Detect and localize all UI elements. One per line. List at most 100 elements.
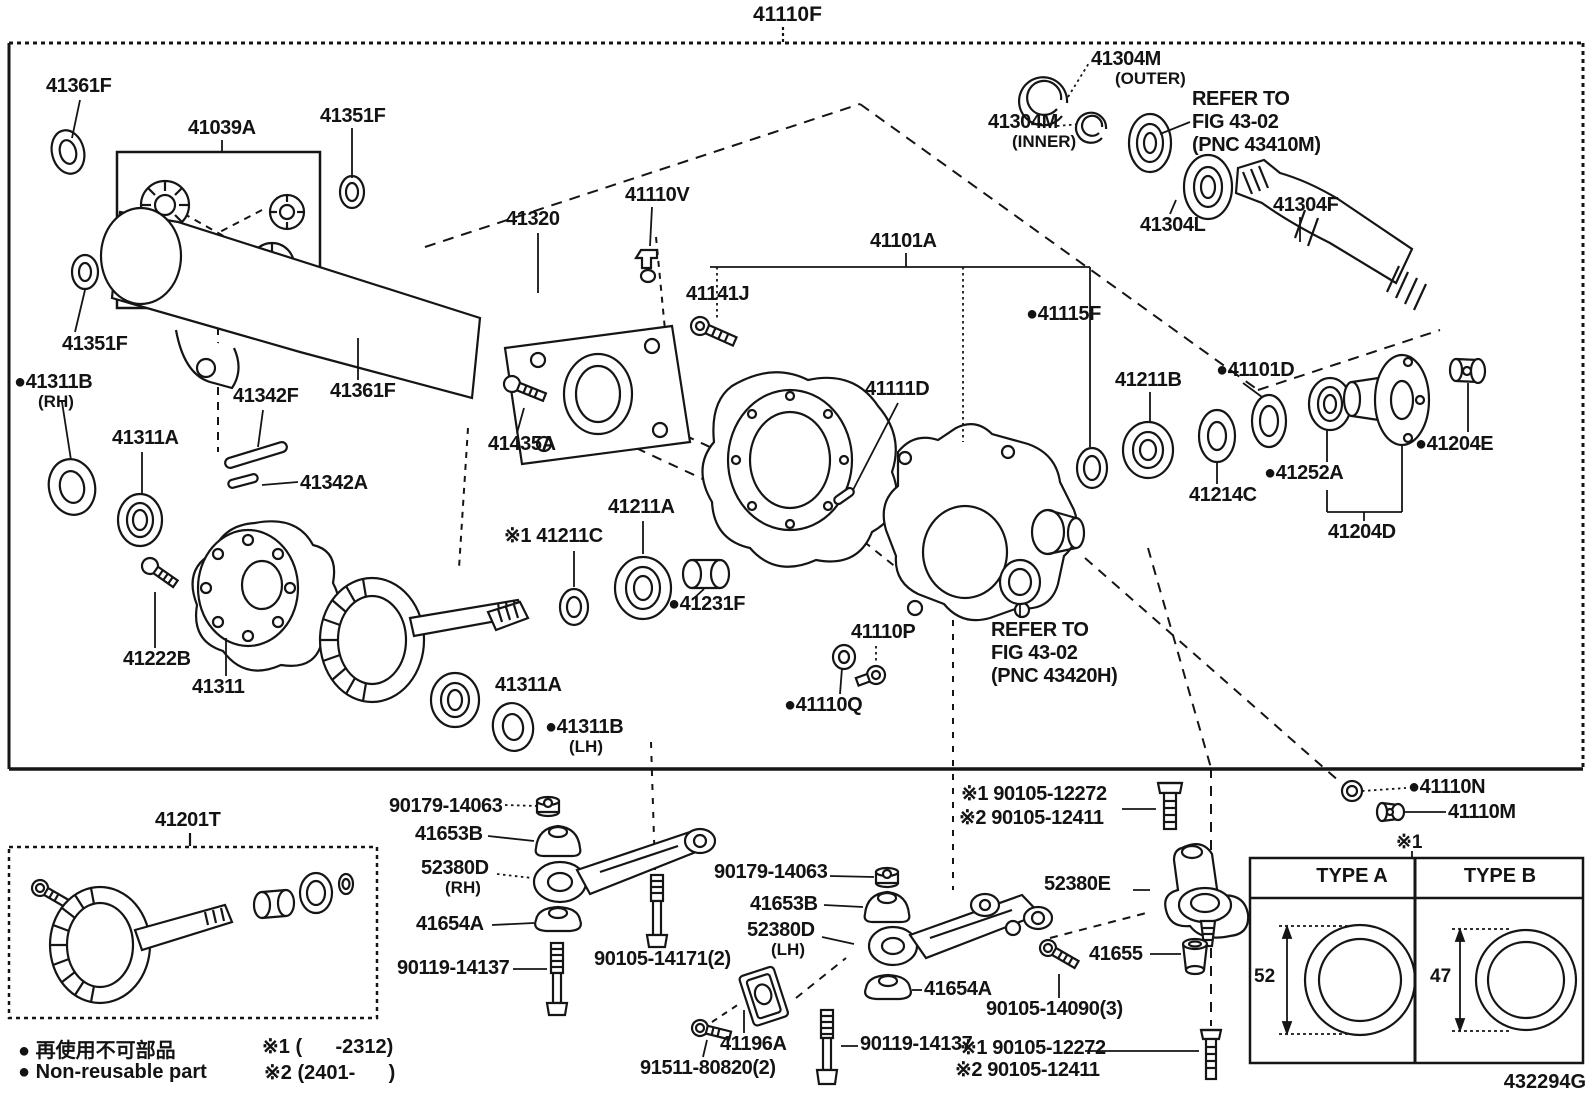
bearing-41211b-art <box>1121 420 1175 480</box>
bolt-91511-art <box>690 1018 733 1041</box>
label-41304f: 41304F <box>1273 194 1339 216</box>
pinion-kit-41201t-art <box>30 871 355 1005</box>
label-12272-bottom: ※1 90105-12272 <box>960 1037 1106 1059</box>
table-header-type-b: TYPE B <box>1463 865 1537 887</box>
figure-code: 432294G <box>1503 1071 1586 1093</box>
label-41655: 41655 <box>1089 943 1143 965</box>
pinion-tip-art <box>486 600 530 632</box>
label-41196a: 41196A <box>720 1033 787 1055</box>
label-41252a: ●41252A <box>1264 462 1344 484</box>
washer-41211c-art <box>558 587 590 627</box>
label-90105-14090: 90105-14090(3) <box>986 998 1123 1020</box>
idler-arm-52380d-lh-art <box>867 892 1054 967</box>
label-41101a: 41101A <box>870 230 937 252</box>
label-12272-top: ※1 90105-12272 <box>961 783 1107 805</box>
pin-41342f-art <box>224 441 288 469</box>
label-41304m-outer: 41304M(OUTER) <box>1091 48 1186 88</box>
type-table <box>1248 851 1585 1065</box>
plug-41204e-art <box>1448 357 1487 385</box>
breather-41110v-art <box>634 248 659 284</box>
pin-41342a-art <box>227 473 259 489</box>
seal-carrier-right-art <box>1075 446 1109 490</box>
table-header-type-a: TYPE A <box>1316 865 1388 887</box>
table-dimension-a: 52 <box>1254 966 1276 987</box>
leader-lines <box>61 62 1469 1058</box>
table-dimension-b: 47 <box>1430 966 1452 987</box>
cushion-41654a-b-art <box>864 973 912 1001</box>
label-41320: 41320 <box>506 208 560 230</box>
tube-41320-art <box>99 206 692 466</box>
label-41653b-b: 41653B <box>750 893 818 915</box>
label-41342a: 41342A <box>300 472 368 494</box>
label-41211c: ※1 41211C <box>504 525 603 547</box>
label-41311b-lh: ●41311B(LH) <box>545 716 624 756</box>
label-41201t: 41201T <box>155 809 221 831</box>
label-41311b-rh-sub: (RH) <box>38 392 74 411</box>
label-41231f: ●41231F <box>668 593 746 615</box>
label-41304l: 41304L <box>1140 214 1206 236</box>
label-41214c: 41214C <box>1189 484 1257 506</box>
bolt-90119-b-art <box>815 1008 839 1086</box>
flange-41204d-art <box>1342 353 1431 447</box>
label-41351f-b: 41351F <box>62 333 128 355</box>
label-41311b-lh-sub: (LH) <box>569 737 603 756</box>
label-41039a: 41039A <box>188 117 256 139</box>
label-refer1-line2: FIG 43-02 <box>1192 111 1279 133</box>
label-12411-bottom: ※2 90105-12411 <box>955 1059 1100 1081</box>
label-52380d-lh: 52380D(LH) <box>747 919 815 959</box>
spacer-41231f-art <box>681 558 731 590</box>
page-title: 41110F <box>753 3 822 26</box>
label-41654a-b: 41654A <box>924 978 992 1000</box>
washer-41110q-art <box>831 643 857 671</box>
label-90179-14063-a: 90179-14063 <box>389 795 503 817</box>
nut-90179-b-art <box>874 866 900 889</box>
bolt-90105-14090-art <box>1038 938 1081 970</box>
label-41110q: ●41110Q <box>784 694 863 716</box>
washer-41311b-lh-art <box>491 702 535 752</box>
label-41653b-a: 41653B <box>415 823 483 845</box>
label-41111d: 41111D <box>865 378 930 400</box>
table-note-mark: ※1 <box>1396 832 1423 853</box>
idler-arm-52380d-rh-art <box>532 827 717 904</box>
seal-41101d-art <box>1250 393 1288 449</box>
diff-case-41311-art <box>191 520 341 672</box>
shim-41351f-right-art <box>338 174 366 210</box>
bolt-41222b-art <box>140 556 180 589</box>
type-b-ring-art <box>1474 928 1578 1032</box>
label-41351f-a: 41351F <box>320 105 386 127</box>
label-refer1-line1: REFER TO <box>1192 88 1290 110</box>
label-41211b: 41211B <box>1115 369 1182 391</box>
seal-41361f-a-art <box>50 129 86 175</box>
shim-41351f-left-art <box>70 253 100 291</box>
label-90119-14137-b: 90119-14137 <box>860 1033 973 1055</box>
bearing-43410m-art <box>1127 112 1173 174</box>
bolt-90105-14171-art <box>645 873 669 949</box>
cushion-41654a-a-art <box>534 905 582 933</box>
label-41115f: ●41115F <box>1026 303 1101 325</box>
label-41204e: ●41204E <box>1415 433 1494 455</box>
plug-41110m-art <box>1375 801 1406 823</box>
nut-90179-a-art <box>535 795 561 818</box>
label-41204d: 41204D <box>1328 521 1396 543</box>
label-41311a-b: 41311A <box>495 674 562 696</box>
label-41101d: ●41101D <box>1216 359 1295 381</box>
bolt-12272-bottom-art <box>1199 1028 1223 1081</box>
label-90119-14137-a: 90119-14137 <box>397 957 510 979</box>
bracket-41196a-art <box>738 965 789 1027</box>
bearing-41311a-b-art <box>429 671 481 729</box>
snap-ring-outer-art <box>1017 76 1069 127</box>
cushion-41653b-a-art <box>534 824 582 858</box>
label-41110v: 41110V <box>625 184 690 206</box>
label-41304m-inner: 41304M(INNER) <box>988 111 1077 151</box>
label-41361f-b: 41361F <box>330 380 396 402</box>
label-12411-top: ※2 90105-12411 <box>959 807 1104 829</box>
label-41110p: 41110P <box>851 621 916 643</box>
label-52380d-rh: 52380D(RH) <box>421 857 489 897</box>
label-41311: 41311 <box>192 676 245 698</box>
label-52380e: 52380E <box>1044 873 1111 895</box>
legend-note-2: ※2 (2401- ) <box>264 1062 396 1084</box>
label-41311a-a: 41311A <box>112 427 179 449</box>
label-refer2-line2: FIG 43-02 <box>991 642 1078 664</box>
